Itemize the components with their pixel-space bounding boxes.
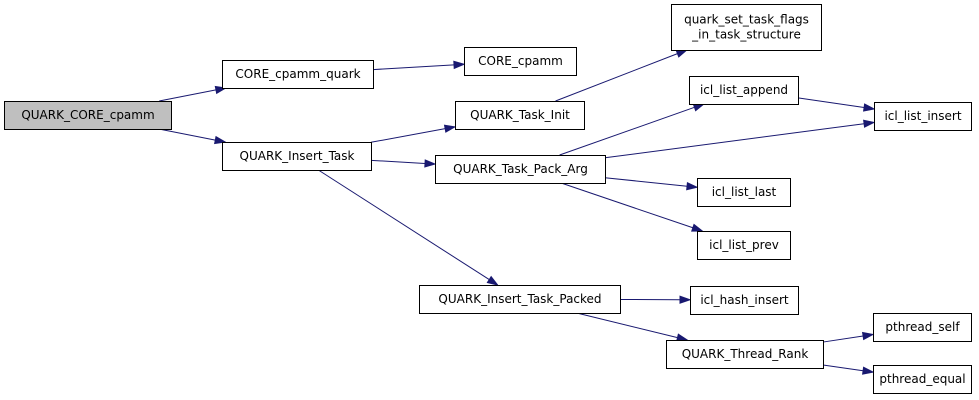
edge-quark-insert-task-to-quark-task-pack-arg <box>370 159 437 168</box>
edge-quark-thread-rank-to-pthread-equal <box>822 364 875 375</box>
arrowhead-icon <box>424 159 437 168</box>
node-quark-thread-rank[interactable]: QUARK_Thread_Rank <box>666 340 824 369</box>
edge-line <box>370 128 446 143</box>
node-core-cpamm-quark[interactable]: CORE_cpamm_quark <box>222 60 374 89</box>
edge-line <box>797 97 865 109</box>
node-box[interactable] <box>419 285 621 314</box>
node-label: icl_hash_insert <box>700 293 789 307</box>
node-box[interactable] <box>697 231 791 260</box>
arrowhead-icon <box>691 223 704 232</box>
node-icl-list-last[interactable]: icl_list_last <box>697 178 791 207</box>
node-box[interactable] <box>464 47 577 76</box>
node-label: QUARK_Task_Init <box>470 108 570 122</box>
edge-line <box>604 177 688 187</box>
edge-line <box>555 53 678 102</box>
node-box[interactable] <box>666 340 824 369</box>
edge-quark-task-pack-arg-to-icl-list-last <box>604 177 699 191</box>
arrowhead-icon <box>486 275 499 286</box>
node-quark-insert-task[interactable]: QUARK_Insert_Task <box>222 142 372 171</box>
arrowhead-icon <box>453 60 466 70</box>
node-icl-list-insert[interactable]: icl_list_insert <box>874 102 972 131</box>
arrowhead-icon <box>443 124 457 133</box>
node-icl-list-prev[interactable]: icl_list_prev <box>697 231 791 260</box>
node-box[interactable] <box>873 365 972 394</box>
arrowhead-icon <box>862 366 875 375</box>
node-quark-set-task-flags[interactable]: quark_set_task_flags_in_task_structure <box>671 4 822 51</box>
node-box[interactable] <box>689 76 799 105</box>
node-box[interactable] <box>455 101 585 130</box>
node-icl-hash-insert[interactable]: icl_hash_insert <box>690 286 799 315</box>
arrowhead-icon <box>686 181 699 191</box>
edge-quark-thread-rank-to-pthread-self <box>822 331 875 343</box>
arrowhead-icon <box>679 295 692 304</box>
edge-core-cpamm-quark-to-core-cpamm <box>372 60 466 71</box>
node-icl-list-append[interactable]: icl_list_append <box>689 76 799 105</box>
edge-quark-core-cpamm-to-quark-insert-task <box>158 128 227 145</box>
edge-line <box>604 123 865 159</box>
node-label: CORE_cpamm <box>478 54 563 68</box>
arrowhead-icon <box>861 331 875 341</box>
node-box[interactable] <box>222 142 372 171</box>
node-quark-task-pack-arg[interactable]: QUARK_Task_Pack_Arg <box>435 155 606 184</box>
node-label: icl_list_last <box>712 185 777 199</box>
function-nodes: QUARK_CORE_cpamm CORE_cpamm_quark CORE_cpa… <box>4 4 972 394</box>
node-quark-insert-task-packed[interactable]: QUARK_Insert_Task_Packed <box>419 285 621 314</box>
node-quark-core-cpamm[interactable]: QUARK_CORE_cpamm <box>4 101 172 130</box>
node-label: icl_list_append <box>700 83 788 97</box>
edge-line <box>318 169 490 281</box>
node-label: icl_list_insert <box>884 109 961 123</box>
node-pthread-self[interactable]: pthread_self <box>873 313 972 342</box>
node-box[interactable] <box>435 155 606 184</box>
edge-quark-insert-task-packed-to-icl-hash-insert <box>619 295 692 304</box>
node-box[interactable] <box>874 102 972 131</box>
edge-quark-task-pack-arg-to-icl-list-append <box>559 103 706 156</box>
node-core-cpamm[interactable]: CORE_cpamm <box>464 47 577 76</box>
node-box[interactable] <box>690 286 799 315</box>
node-label: pthread_equal <box>879 372 965 386</box>
node-box[interactable] <box>4 101 172 130</box>
arrowhead-icon <box>863 103 876 112</box>
edge-quark-insert-task-to-quark-insert-task-packed <box>318 169 499 286</box>
node-box[interactable] <box>873 313 972 342</box>
edge-line <box>372 64 455 71</box>
edge-quark-core-cpamm-to-core-cpamm-quark <box>159 85 228 102</box>
edge-line <box>159 89 217 102</box>
node-label: QUARK_CORE_cpamm <box>21 108 154 122</box>
edge-line <box>822 364 864 372</box>
edge-quark-task-pack-arg-to-icl-list-prev <box>561 182 704 232</box>
node-box[interactable] <box>222 60 374 89</box>
node-label: QUARK_Insert_Task <box>240 149 355 163</box>
node-box[interactable] <box>697 178 791 207</box>
node-label: QUARK_Thread_Rank <box>682 347 809 361</box>
node-label: QUARK_Insert_Task_Packed <box>438 292 601 306</box>
edge-quark-insert-task-to-quark-task-init <box>370 124 457 143</box>
node-label: _in_task_structure <box>691 28 801 42</box>
edge-line <box>576 312 678 339</box>
edge-line <box>561 182 694 229</box>
arrowhead-icon <box>863 119 876 128</box>
node-label: QUARK_Task_Pack_Arg <box>453 162 588 176</box>
edge-line <box>370 159 426 164</box>
edge-icl-list-append-to-icl-list-insert <box>797 97 876 112</box>
node-quark-task-init[interactable]: QUARK_Task_Init <box>455 101 585 130</box>
node-label: quark_set_task_flags <box>684 13 809 27</box>
arrowhead-icon <box>675 49 689 58</box>
arrowhead-icon <box>214 135 227 145</box>
node-box[interactable] <box>671 4 822 51</box>
edge-line <box>822 335 864 343</box>
edge-quark-insert-task-packed-to-quark-thread-rank <box>576 312 689 342</box>
edge-quark-task-pack-arg-to-icl-list-insert <box>604 119 876 159</box>
node-label: icl_list_prev <box>709 238 779 252</box>
node-label: CORE_cpamm_quark <box>235 67 360 81</box>
edge-line <box>559 106 695 156</box>
node-pthread-equal[interactable]: pthread_equal <box>873 365 972 394</box>
edge-line <box>158 128 216 141</box>
call-edges <box>158 49 876 375</box>
node-label: pthread_self <box>885 320 960 334</box>
